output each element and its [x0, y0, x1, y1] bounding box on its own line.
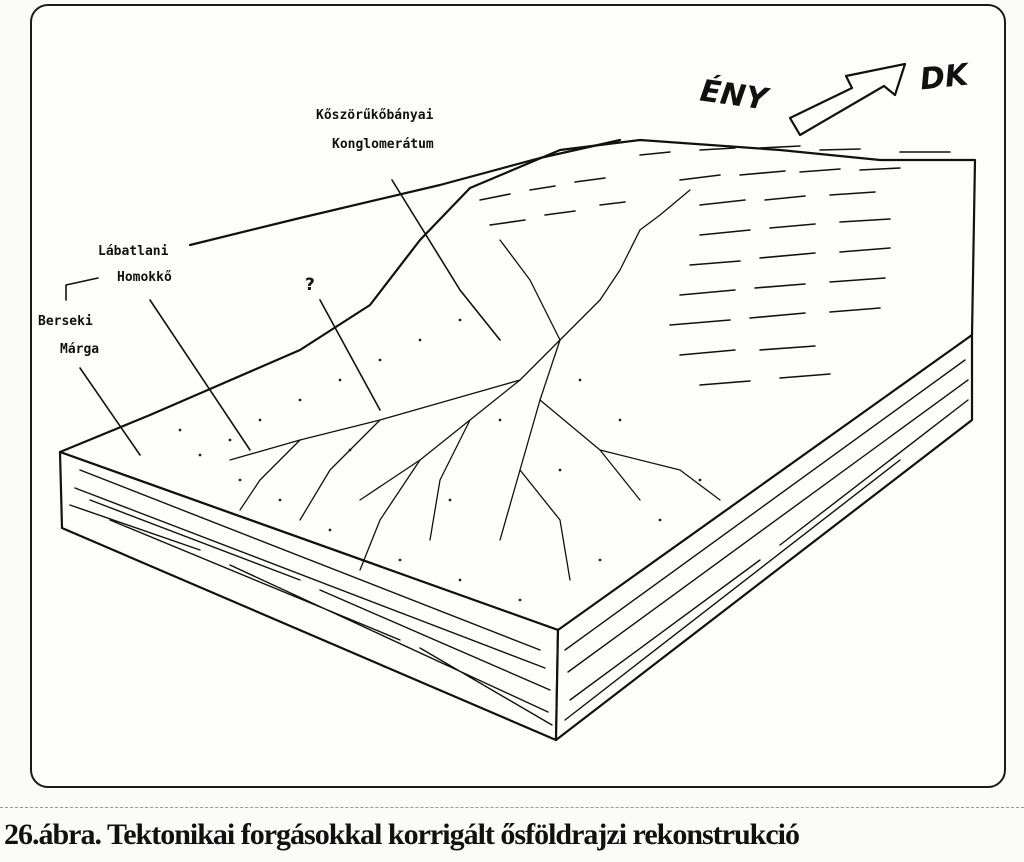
block-diagram [58, 62, 977, 742]
scarp-line [188, 138, 622, 247]
leader-question [319, 299, 381, 411]
compass-arrow [788, 62, 907, 137]
right-strata [564, 359, 969, 721]
label-labatlani: Lábatlani [98, 244, 169, 259]
fan-stipple [178, 318, 702, 602]
label-marga: Márga [60, 342, 100, 357]
fan-channels [229, 189, 721, 581]
leader-koszoruko [391, 179, 501, 341]
block-right-face [554, 333, 974, 742]
caption-divider [0, 807, 1024, 808]
upland-hatching [479, 145, 951, 386]
compass-to-label: DK [918, 57, 970, 98]
label-uncertain-mark: ? [305, 275, 315, 295]
front-strata [69, 469, 553, 726]
label-homokko: Homokkő [117, 270, 172, 285]
label-berseki: Berseki [38, 314, 93, 329]
leader-labatlani [149, 299, 251, 451]
leader-berseki [79, 367, 141, 456]
label-konglomeratum: Konglomerátum [332, 137, 434, 152]
label-koszorukobanyai: Kőszörűkőbányai [316, 108, 434, 123]
figure-caption: 26.ábra. Tektonikai forgásokkal korrigál… [4, 818, 800, 851]
leader-berseki-hook [65, 277, 99, 301]
